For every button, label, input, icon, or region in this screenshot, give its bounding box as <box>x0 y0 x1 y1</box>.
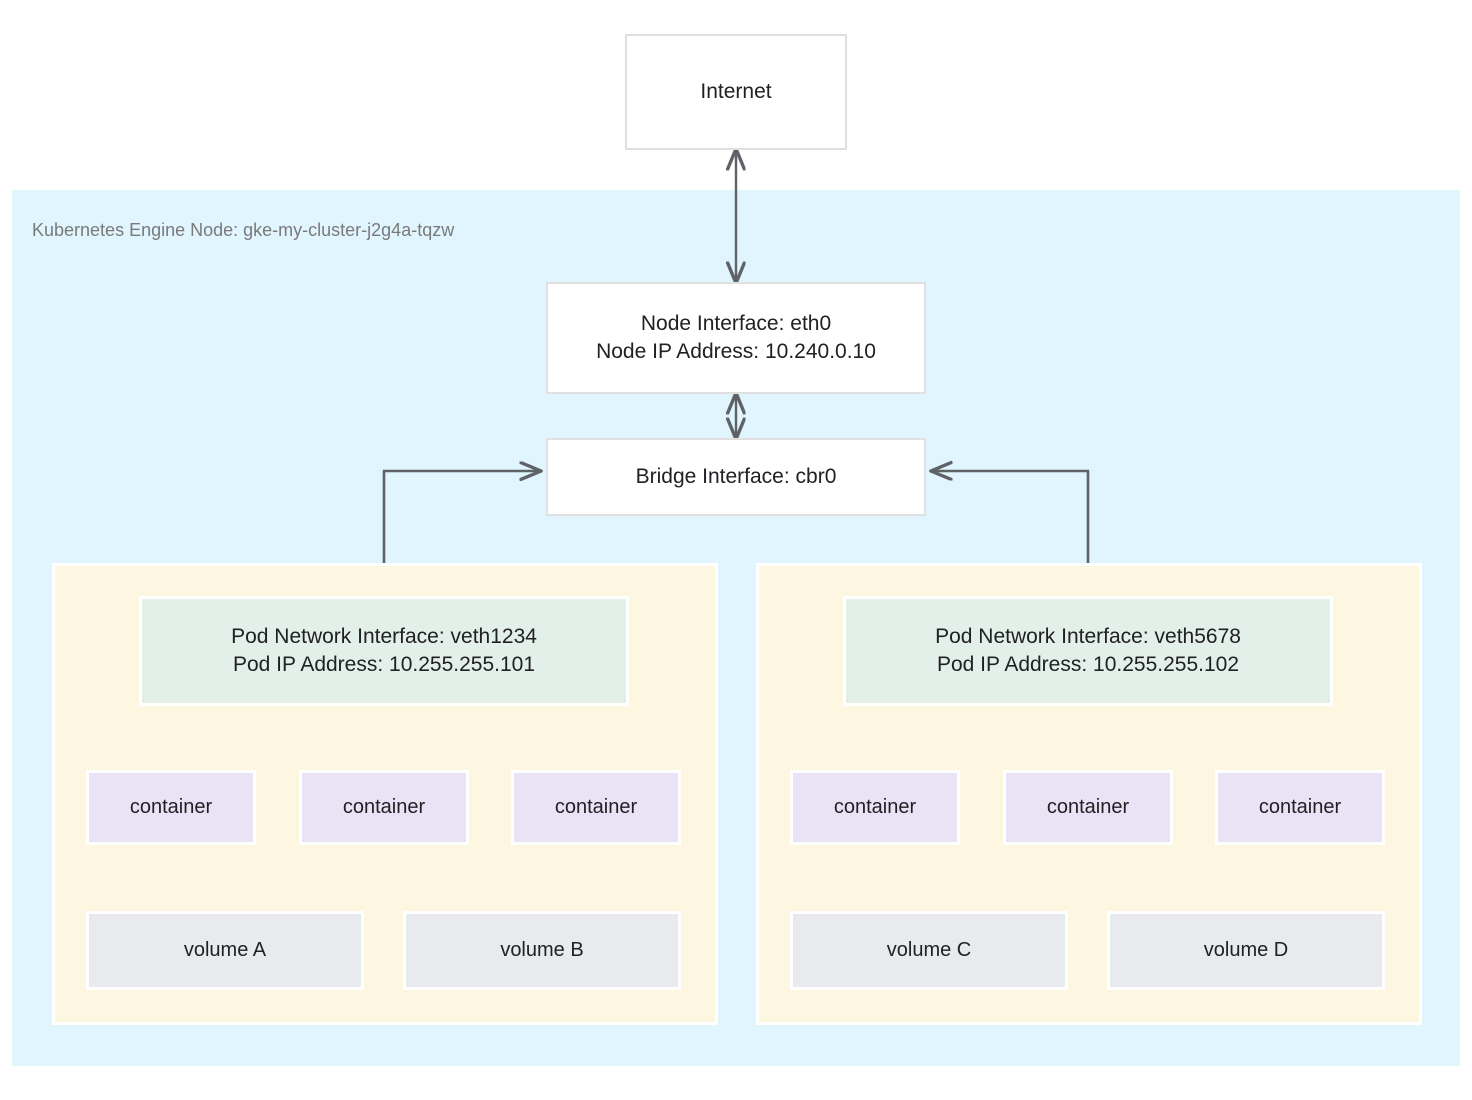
container-label: container <box>1046 796 1130 818</box>
pod-network-interface-1[interactable]: Pod Network Interface: veth1234 Pod IP A… <box>139 596 629 706</box>
bridge-interface-box[interactable]: Bridge Interface: cbr0 <box>546 438 926 516</box>
container-label: container <box>342 796 426 818</box>
container-2-3[interactable]: container <box>1215 770 1385 845</box>
pod-interface-line1-1: Pod Network Interface: veth1234 <box>231 624 537 648</box>
volume-a[interactable]: volume A <box>86 911 364 990</box>
node-interface-box[interactable]: Node Interface: eth0 Node IP Address: 10… <box>546 282 926 394</box>
container-2-2[interactable]: container <box>1003 770 1173 845</box>
container-label: container <box>1258 796 1342 818</box>
container-label: container <box>129 796 213 818</box>
pod-interface-text-1: Pod Network Interface: veth1234 Pod IP A… <box>231 623 537 680</box>
volume-d[interactable]: volume D <box>1107 911 1385 990</box>
pod-network-interface-2[interactable]: Pod Network Interface: veth5678 Pod IP A… <box>843 596 1333 706</box>
node-interface-line2: Node IP Address: 10.240.0.10 <box>596 340 876 363</box>
container-1-3[interactable]: container <box>511 770 681 845</box>
volume-label: volume D <box>1203 939 1289 961</box>
bridge-interface-label: Bridge Interface: cbr0 <box>635 464 837 488</box>
container-1-2[interactable]: container <box>299 770 469 845</box>
node-interface-text: Node Interface: eth0 Node IP Address: 10… <box>596 310 876 367</box>
volume-c[interactable]: volume C <box>790 911 1068 990</box>
pod-interface-text-2: Pod Network Interface: veth5678 Pod IP A… <box>935 623 1241 680</box>
volume-b[interactable]: volume B <box>403 911 681 990</box>
node-interface-line1: Node Interface: eth0 <box>640 311 832 335</box>
container-label: container <box>833 796 917 818</box>
container-1-1[interactable]: container <box>86 770 256 845</box>
pod-interface-line2-1: Pod IP Address: 10.255.255.101 <box>232 653 536 676</box>
internet-label: Internet <box>700 79 772 103</box>
pod-interface-line1-2: Pod Network Interface: veth5678 <box>935 624 1241 648</box>
volume-label: volume C <box>886 939 972 961</box>
volume-label: volume B <box>500 939 584 961</box>
pod-interface-line2-2: Pod IP Address: 10.255.255.102 <box>936 653 1240 676</box>
internet-box[interactable]: Internet <box>625 34 847 150</box>
kubernetes-node-label: Kubernetes Engine Node: gke-my-cluster-j… <box>32 220 455 240</box>
container-label: container <box>554 796 638 818</box>
container-2-1[interactable]: container <box>790 770 960 845</box>
volume-label: volume A <box>183 939 267 961</box>
